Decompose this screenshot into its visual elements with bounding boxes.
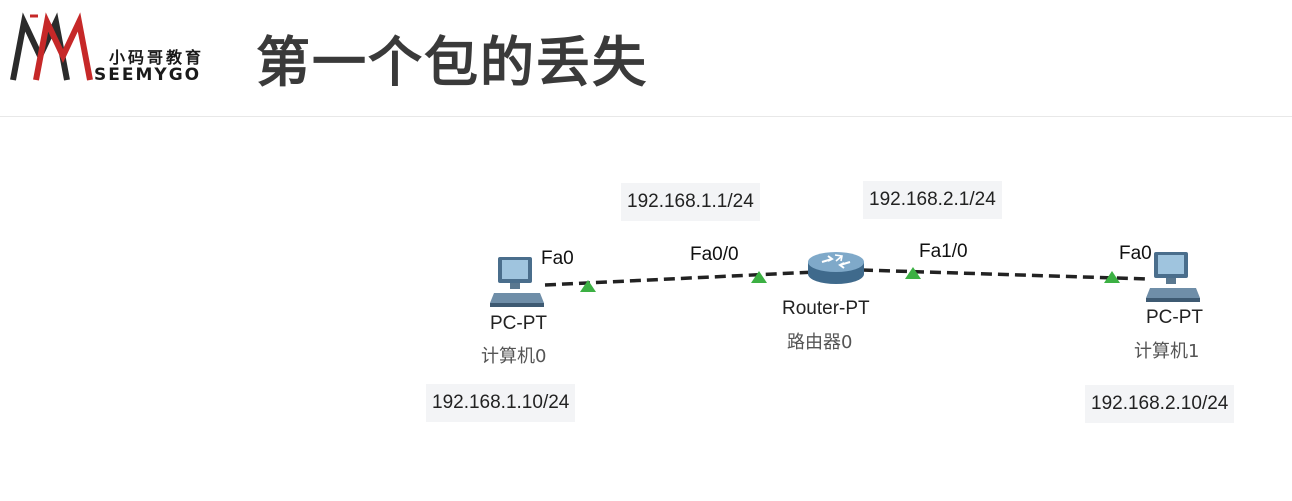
router-fa00-port-label: Fa0/0 — [690, 244, 739, 265]
pc1-name-label: 计算机1 — [1134, 341, 1200, 362]
router-icon[interactable] — [808, 252, 864, 284]
link-pc0-router — [544, 270, 816, 287]
header: 小码哥教育 SEEMYGO 第一个包的丢失 — [0, 0, 1292, 117]
logo-english-text: SEEMYGO — [94, 65, 202, 85]
router-type-label: Router-PT — [782, 298, 870, 319]
seemygo-logo: 小码哥教育 SEEMYGO — [10, 12, 225, 85]
page-title: 第一个包的丢失 — [256, 31, 648, 94]
pc0-type-label: PC-PT — [490, 313, 547, 334]
router-fa10-ip-label: 192.168.2.1/24 — [863, 181, 1002, 219]
link-status-indicator-pc1 — [1104, 271, 1120, 283]
logo-mark-icon — [10, 12, 93, 81]
link-status-indicator-pc0 — [580, 280, 596, 292]
router-fa00-ip-label: 192.168.1.1/24 — [621, 183, 760, 221]
link-status-indicator-router-fa10 — [905, 267, 921, 279]
pc-icon[interactable] — [490, 257, 544, 307]
pc-icon[interactable] — [1146, 252, 1200, 302]
link-status-markers — [580, 267, 1120, 292]
pc0-name-label: 计算机0 — [481, 346, 547, 367]
logo-chinese-text: 小码哥教育 — [109, 48, 205, 67]
pc1-type-label: PC-PT — [1146, 307, 1203, 328]
pc1-port-label: Fa0 — [1119, 243, 1152, 264]
link-status-indicator-router-fa00 — [751, 271, 767, 283]
pc0-ip-label: 192.168.1.10/24 — [426, 384, 576, 422]
pc1-ip-label: 192.168.2.10/24 — [1085, 385, 1235, 423]
link-router-pc1 — [861, 268, 1149, 281]
pc0-port-label: Fa0 — [541, 248, 574, 269]
router-name-label: 路由器0 — [787, 332, 853, 353]
router-fa10-port-label: Fa1/0 — [919, 241, 968, 262]
